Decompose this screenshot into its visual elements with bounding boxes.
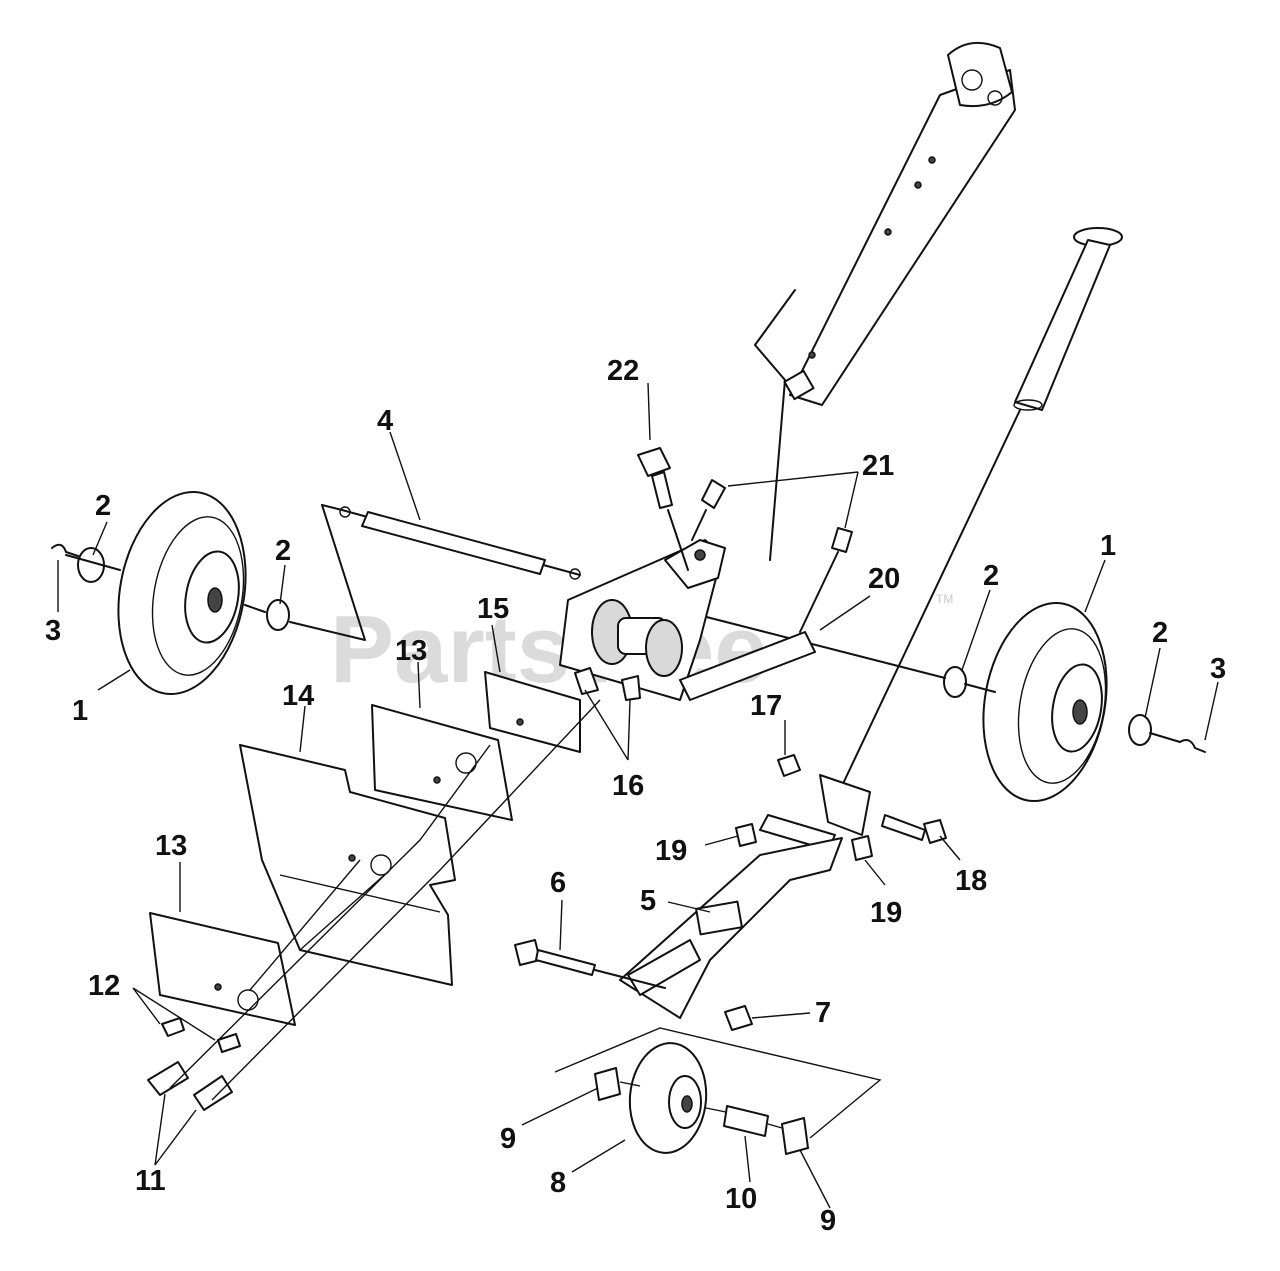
left-axle-line <box>65 504 366 641</box>
bolt-22 <box>637 447 689 571</box>
callout-12: 12 <box>88 970 120 1002</box>
center-bracket <box>559 539 726 701</box>
callout-16: 16 <box>612 770 644 802</box>
plate-15 <box>484 671 581 753</box>
callout-1: 1 <box>72 695 88 727</box>
left-washer-inner <box>266 599 290 631</box>
shield-14 <box>239 744 456 986</box>
callout-3: 3 <box>45 615 61 647</box>
plate-15-hole <box>516 718 524 726</box>
caster-lines <box>554 1027 882 1139</box>
callout-13: 13 <box>155 830 187 862</box>
right-washer-outer <box>1128 714 1152 746</box>
arm-20 <box>679 631 816 701</box>
bolt-18 <box>881 814 947 844</box>
callout-9: 9 <box>820 1205 836 1237</box>
callout-19: 19 <box>870 897 902 929</box>
callout-17: 17 <box>750 690 782 722</box>
bushing-19-right <box>851 835 873 861</box>
right-washer-inner <box>943 666 967 698</box>
callout-6: 6 <box>550 867 566 899</box>
assembly-lines-left <box>169 699 601 1101</box>
studs-16 <box>574 667 641 701</box>
screws-21 <box>691 479 853 633</box>
callout-1: 1 <box>1100 530 1116 562</box>
bushing-9-left <box>594 1067 621 1101</box>
callout-8: 8 <box>550 1167 566 1199</box>
spacers-11 <box>147 1061 233 1111</box>
watermark-trademark: TM <box>936 592 953 606</box>
right-cotter-pin <box>1179 739 1206 753</box>
nut-17 <box>777 754 801 777</box>
callout-5: 5 <box>640 885 656 917</box>
frame-5 <box>619 837 843 1019</box>
callout-21: 21 <box>862 450 894 482</box>
callout-14: 14 <box>282 680 314 712</box>
bracket-plates <box>819 774 871 836</box>
shield-13-upper <box>371 704 513 821</box>
callout-labels: 2 3 1 2 4 22 21 20 1 2 2 3 15 13 14 16 1… <box>45 355 1226 1237</box>
caster-wheel <box>628 1042 708 1154</box>
callout-4: 4 <box>377 405 393 437</box>
nut-7 <box>724 1005 753 1031</box>
bushing-9-right <box>781 1117 809 1155</box>
shield-13-lower <box>149 912 296 1026</box>
callout-15: 15 <box>477 593 509 625</box>
spacer-10 <box>723 1105 769 1137</box>
callout-7: 7 <box>815 997 831 1029</box>
axle-rod <box>321 504 581 580</box>
callout-2: 2 <box>275 535 291 567</box>
callout-18: 18 <box>955 865 987 897</box>
left-cotter-pin <box>51 543 79 557</box>
handle-assembly <box>754 41 1016 561</box>
callout-11: 11 <box>135 1165 166 1197</box>
leader-lines <box>57 382 1219 1209</box>
callout-13: 13 <box>395 635 427 667</box>
bushing-19-left <box>735 823 757 847</box>
callout-3: 3 <box>1210 653 1226 685</box>
callout-20: 20 <box>868 563 900 595</box>
callout-22: 22 <box>607 355 639 387</box>
bolt-6 <box>514 939 666 989</box>
callout-2: 2 <box>1152 617 1168 649</box>
callout-19: 19 <box>655 835 687 867</box>
upright-tube <box>839 227 1123 791</box>
callout-10: 10 <box>725 1183 757 1215</box>
callout-9: 9 <box>500 1123 516 1155</box>
callout-2: 2 <box>983 560 999 592</box>
left-wheel <box>117 490 247 696</box>
screws-12 <box>161 1017 241 1053</box>
callout-2: 2 <box>95 490 111 522</box>
right-wheel <box>982 601 1108 803</box>
